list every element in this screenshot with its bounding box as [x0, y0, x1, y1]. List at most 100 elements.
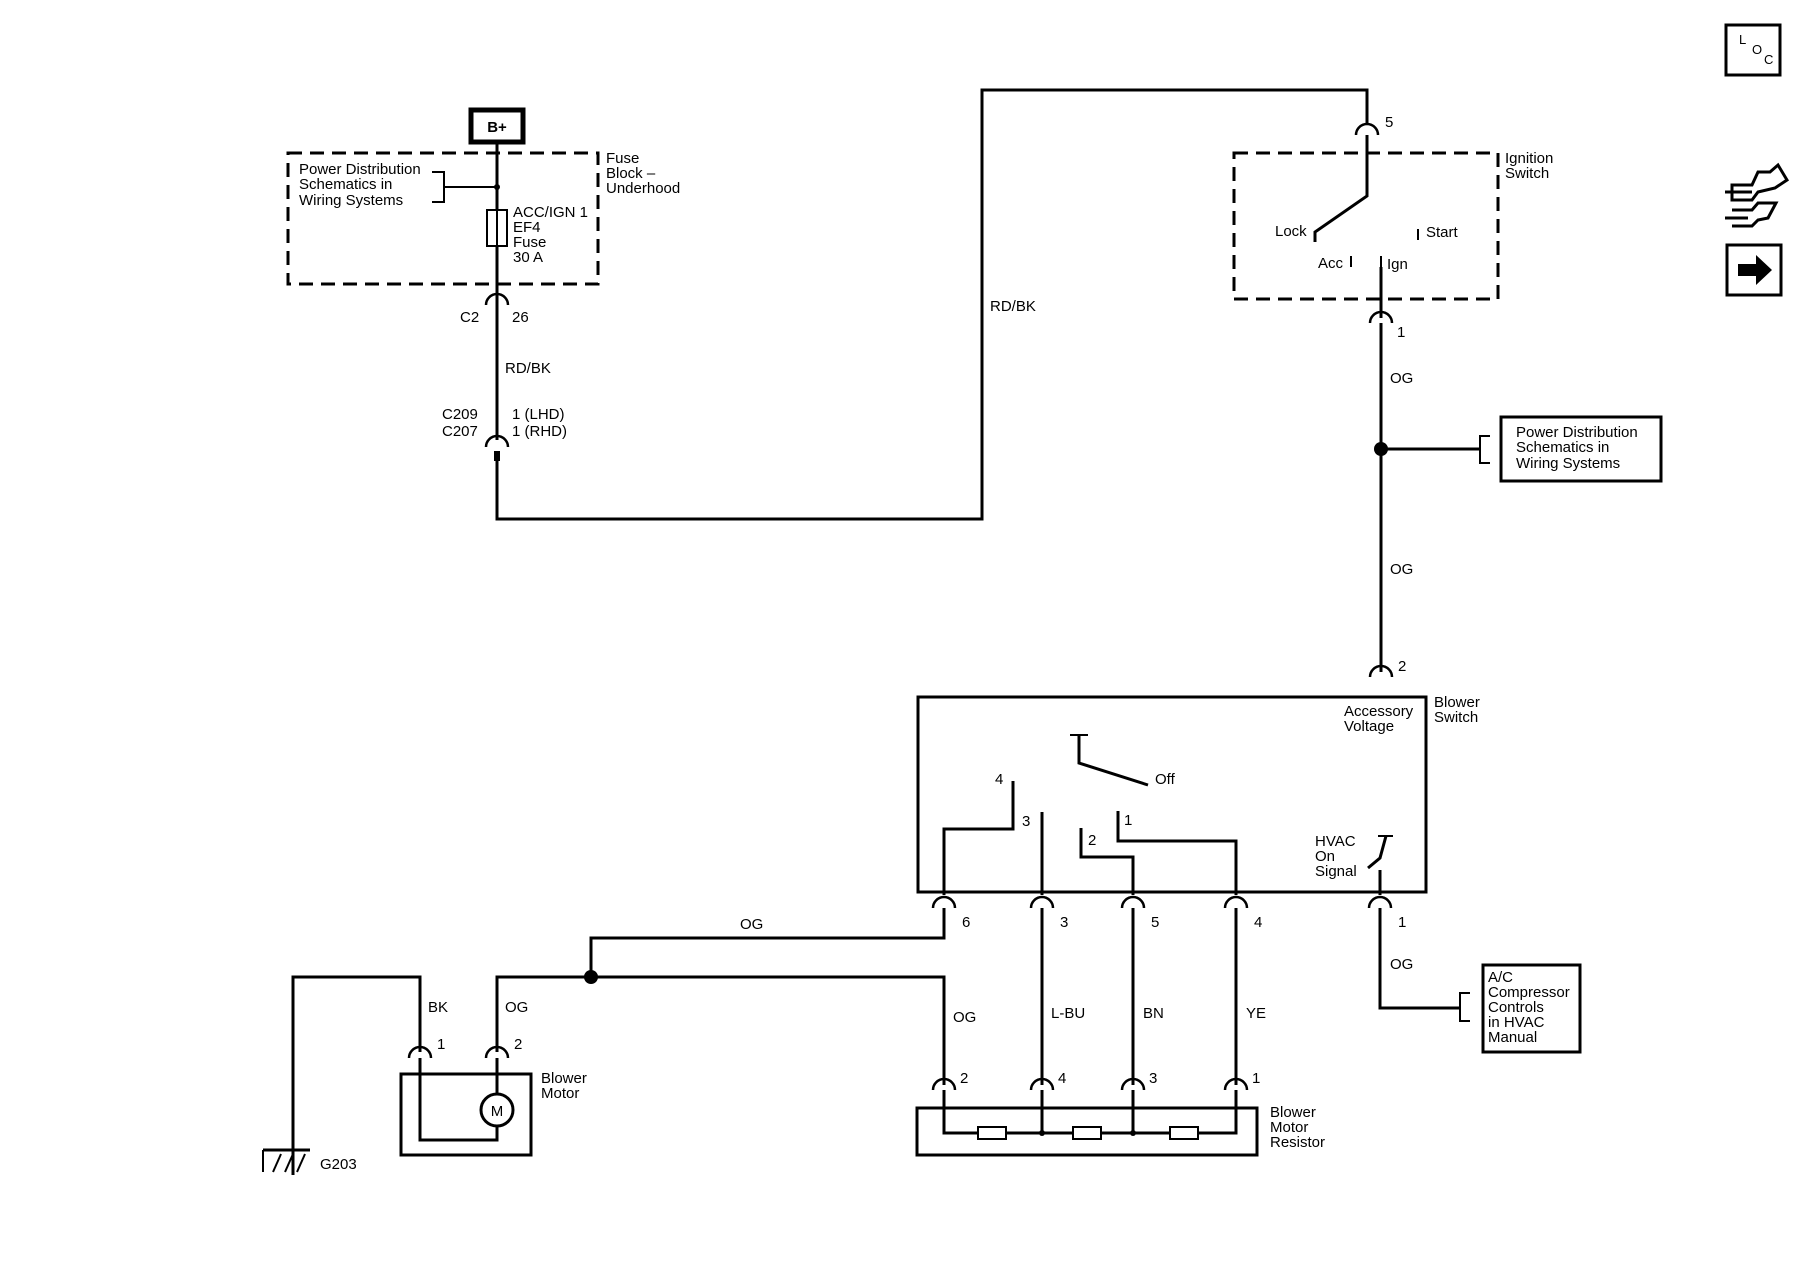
blower-switch-box: [916, 695, 1428, 894]
blower-pos-2: 2: [1088, 832, 1096, 849]
blower-switch-label: Blower Switch: [1434, 694, 1480, 726]
wire-color-rdbk-1: RD/BK: [505, 360, 551, 377]
svg-text:Motor: Motor: [541, 1085, 579, 1102]
battery-terminal: B+: [468, 107, 526, 145]
inline-connector-c209-c207: C209 C207 1 (LHD) 1 (RHD): [442, 406, 567, 461]
ac-compressor-ref: A/C Compressor Controls in HVAC Manual: [1481, 963, 1582, 1054]
svg-text:in HVAC: in HVAC: [1488, 1014, 1545, 1031]
blower-switch-pin-2: [1368, 664, 1394, 678]
svg-text:O: O: [1752, 42, 1762, 57]
svg-text:Wiring Systems: Wiring Systems: [299, 192, 403, 209]
ignition-pos-ign: Ign: [1387, 256, 1408, 273]
fuse-block-outline: [286, 151, 600, 286]
svg-text:Power Distribution: Power Distribution: [1516, 424, 1638, 441]
accessory-voltage-label: Accessory Voltage: [1344, 703, 1414, 735]
svg-text:Switch: Switch: [1434, 709, 1478, 726]
svg-text:2: 2: [514, 1036, 522, 1053]
svg-text:On: On: [1315, 848, 1335, 865]
blower-pos-3: 3: [1022, 813, 1030, 830]
svg-text:1: 1: [1252, 1070, 1260, 1087]
connector-icon[interactable]: [1725, 162, 1790, 228]
svg-text:Fuse: Fuse: [513, 234, 546, 251]
power-distribution-ref-left: Power Distribution Schematics in Wiring …: [299, 161, 500, 209]
svg-text:Ignition: Ignition: [1505, 150, 1553, 167]
svg-text:HVAC: HVAC: [1315, 833, 1356, 850]
wire-color-ye: YE: [1246, 1005, 1266, 1022]
blower-motor-label: Blower Motor: [541, 1070, 587, 1102]
blower-pos-1: 1: [1124, 812, 1132, 829]
svg-text:Fuse: Fuse: [606, 150, 639, 167]
svg-text:Voltage: Voltage: [1344, 718, 1394, 735]
wire-color-lbu: L-BU: [1051, 1005, 1085, 1022]
svg-text:Blower: Blower: [541, 1070, 587, 1087]
svg-text:Signal: Signal: [1315, 863, 1357, 880]
svg-text:Power Distribution: Power Distribution: [299, 161, 421, 178]
hvac-on-signal-label: HVAC On Signal: [1315, 833, 1357, 880]
motor-pin-1: [407, 1045, 433, 1059]
svg-text:Underhood: Underhood: [606, 180, 680, 197]
battery-label: B+: [487, 119, 507, 136]
svg-text:Blower: Blower: [1270, 1104, 1316, 1121]
ignition-switch-contact: [1313, 135, 1369, 242]
blower-switch-out-pins: 6 3 5 4 1: [931, 895, 1406, 931]
connector-c2-label: C2: [460, 309, 479, 326]
svg-text:ACC/IGN 1: ACC/IGN 1: [513, 204, 588, 221]
svg-text:A/C: A/C: [1488, 969, 1513, 986]
svg-text:Blower: Blower: [1434, 694, 1480, 711]
arrow-right-icon[interactable]: [1725, 243, 1783, 297]
svg-text:Resistor: Resistor: [1270, 1134, 1325, 1151]
power-distribution-ref-right: Power Distribution Schematics in Wiring …: [1499, 415, 1663, 483]
loc-icon[interactable]: L O C: [1724, 23, 1782, 77]
blower-selector-contact: [1077, 735, 1149, 787]
svg-text:30 A: 30 A: [513, 249, 543, 266]
svg-text:Schematics in: Schematics in: [1516, 439, 1609, 456]
svg-text:4: 4: [1058, 1070, 1066, 1087]
svg-text:Compressor: Compressor: [1488, 984, 1570, 1001]
ignition-pos-start: Start: [1426, 224, 1459, 241]
svg-text:Accessory: Accessory: [1344, 703, 1414, 720]
svg-text:1: 1: [1398, 914, 1406, 931]
svg-text:6: 6: [962, 914, 970, 931]
wire-color-bk: BK: [428, 999, 448, 1016]
ignition-pos-lock: Lock: [1275, 223, 1307, 240]
svg-text:EF4: EF4: [513, 219, 541, 236]
wire-color-og-switch: OG: [1390, 561, 1413, 578]
svg-text:2: 2: [1398, 658, 1406, 675]
wire-color-og-res: OG: [953, 1009, 976, 1026]
ground-g203: G203: [262, 1148, 357, 1173]
svg-text:Block –: Block –: [606, 165, 656, 182]
resistor-elements: [977, 1126, 1199, 1140]
wire-color-og-ign: OG: [1390, 370, 1413, 387]
svg-text:4: 4: [1254, 914, 1262, 931]
svg-text:1: 1: [1397, 324, 1405, 341]
svg-text:3: 3: [1149, 1070, 1157, 1087]
motor-symbol: [479, 1092, 515, 1128]
connector-c2: [484, 292, 510, 306]
svg-text:1: 1: [437, 1036, 445, 1053]
svg-text:Controls: Controls: [1488, 999, 1544, 1016]
svg-text:C209: C209: [442, 406, 478, 423]
wire-color-og-feed: OG: [740, 916, 763, 933]
blower-resistor-label: Blower Motor Resistor: [1270, 1104, 1325, 1151]
wire-color-og-motor: OG: [505, 999, 528, 1016]
ignition-pin-5: [1354, 122, 1380, 136]
blower-resistor-pins: 2 4 3 1: [931, 1070, 1260, 1091]
ignition-pin-1: [1368, 310, 1394, 324]
svg-text:C207: C207: [442, 423, 478, 440]
svg-text:2: 2: [960, 1070, 968, 1087]
svg-text:M: M: [491, 1103, 504, 1120]
svg-text:C: C: [1764, 52, 1773, 67]
svg-text:1 (LHD): 1 (LHD): [512, 406, 565, 423]
ignition-switch-label: Ignition Switch: [1505, 150, 1553, 182]
blower-pos-off: Off: [1155, 771, 1176, 788]
svg-text:Motor: Motor: [1270, 1119, 1308, 1136]
connector-c2-pin: 26: [512, 309, 529, 326]
svg-text:3: 3: [1060, 914, 1068, 931]
svg-text:Schematics in: Schematics in: [299, 176, 392, 193]
motor-pin-2: [484, 1045, 510, 1059]
svg-text:5: 5: [1385, 114, 1393, 131]
svg-text:Wiring Systems: Wiring Systems: [1516, 455, 1620, 472]
wire-color-rdbk-2: RD/BK: [990, 298, 1036, 315]
fuse-block-label: Fuse Block – Underhood: [606, 150, 680, 197]
